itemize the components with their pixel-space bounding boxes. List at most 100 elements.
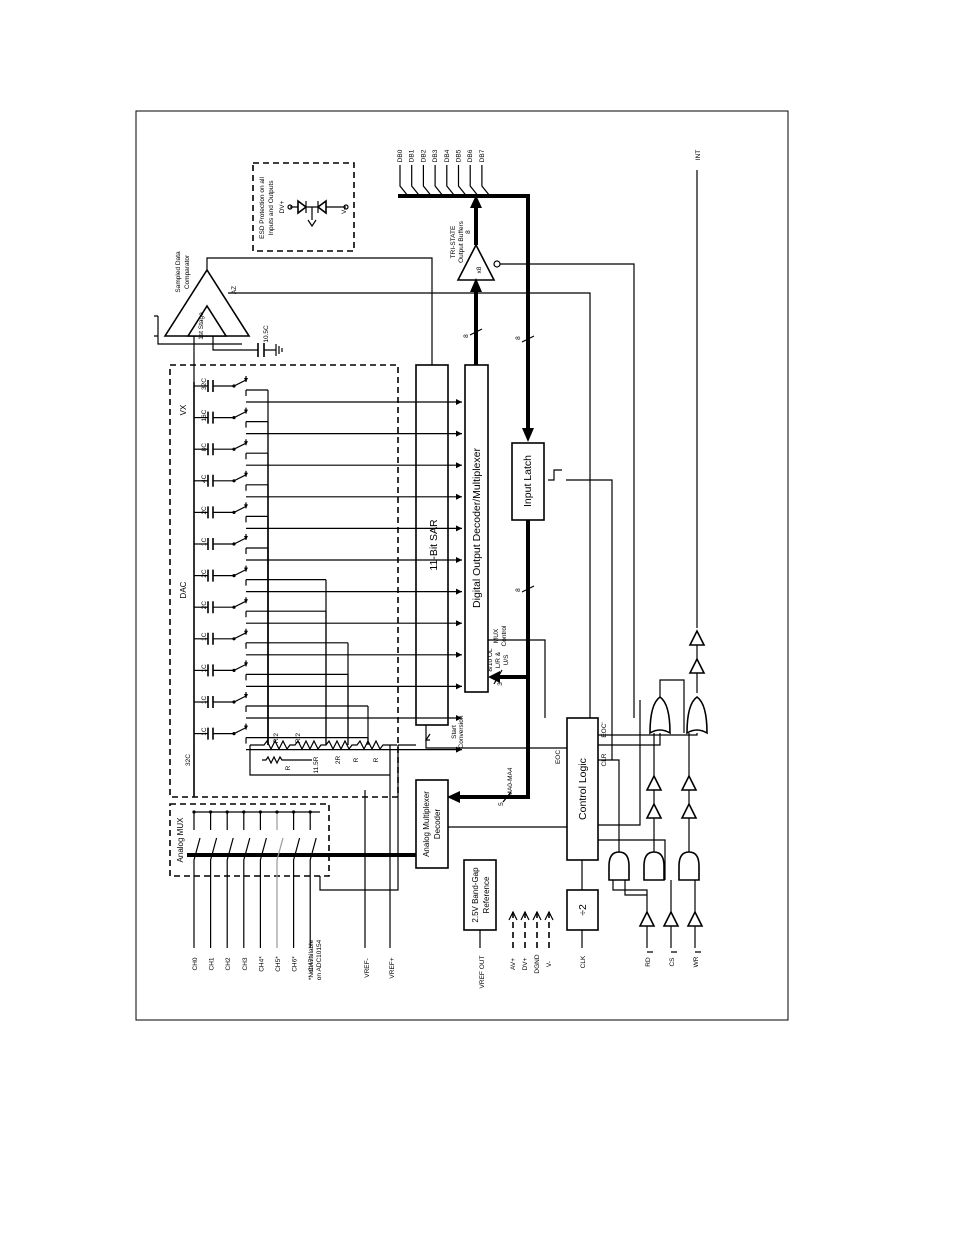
signal-ctrl-3: U/S <box>503 654 510 666</box>
capacitor-label: 16C <box>201 409 208 421</box>
control-links <box>398 639 567 828</box>
mux-channel-label: CH4* <box>258 956 265 972</box>
pin-vref-plus: VREF+ <box>389 957 396 978</box>
data-output-pin: DB2 <box>420 149 432 197</box>
comparator-az: AZ <box>231 286 238 294</box>
buffer-width: 8 <box>465 230 472 234</box>
mux-decoder-label-2: Decoder <box>433 809 442 840</box>
esd-v: V- <box>341 208 348 214</box>
output-decoder-block: Digital Output Decoder/Multiplexer <box>464 364 489 693</box>
data-output-label: DB7 <box>479 149 486 162</box>
pin-rd: RD <box>645 957 652 967</box>
dac-region: DAC VX <box>169 364 399 798</box>
divider-block: ÷2 <box>566 860 599 948</box>
res-r2b: R/2 <box>295 733 302 744</box>
pin-cs: CS <box>669 957 676 967</box>
res-2r: 2R <box>335 756 342 765</box>
mux-decoder-label-1: Analog Multiplexer <box>422 791 431 857</box>
signal-ctrl-2: L/R & <box>495 651 502 668</box>
capacitor-label: 2C <box>201 506 208 515</box>
mux-channel-label: CH1 <box>209 957 216 970</box>
capacitor-label: 32C <box>201 378 208 390</box>
data-output-label: DB6 <box>467 149 474 162</box>
capacitor-label: 4C <box>201 474 208 483</box>
signal-eoc: EOC <box>555 750 562 764</box>
capacitor-label: 1C <box>201 632 208 641</box>
capacitor-label: 2C <box>201 569 208 578</box>
mux-footnote-2: on ADC10154 <box>316 939 323 980</box>
input-latch-block: Input Latch <box>511 442 562 521</box>
capacitor-row: 1C <box>194 534 462 745</box>
mux-channel-label: CH3 <box>242 957 249 970</box>
buffer-title-2: Output Buffers <box>458 220 465 263</box>
res-115r: 11.5R <box>313 756 320 773</box>
res-r2a: R/2 <box>273 733 280 744</box>
bottom-pins: VREF- VREF+ VREF OUT AV+ DV+ DGND V- CLK… <box>319 745 701 989</box>
signal-ma0: MA0-MA4 <box>507 767 514 796</box>
divider-label: ÷2 <box>577 904 589 916</box>
bandgap-label-2: Reference <box>482 876 491 913</box>
pin-vref-out: VREF OUT <box>479 956 486 989</box>
buffer-title-1: TRI-STATE <box>450 225 457 258</box>
int-label: INT <box>695 150 702 161</box>
esd-dv: DV+ <box>279 200 286 213</box>
mux-channel: CH1 <box>209 810 218 971</box>
vx-label: VX <box>179 404 188 415</box>
data-output-label: DB1 <box>409 149 416 162</box>
cap-32c-bottom: 32C <box>185 754 192 766</box>
esd-line-2: Inputs and Outputs <box>268 180 275 236</box>
res-r-a: R <box>285 765 292 770</box>
data-output-pin: DB6 <box>467 149 479 197</box>
analog-mux-label: Analog MUX <box>176 817 185 863</box>
comparator-stage: 1st Stage <box>198 312 205 340</box>
pin-clk: CLK <box>580 955 587 968</box>
pin-vref-minus: VREF- <box>364 958 371 978</box>
capacitor-label: 2C <box>201 601 208 610</box>
input-latch-label: Input Latch <box>522 455 534 507</box>
signal-start-2: Conversion <box>458 715 465 748</box>
data-output-pin: DB1 <box>409 149 421 197</box>
mux-channel-label: CH0 <box>192 957 199 970</box>
data-output-pin: DB4 <box>444 149 456 197</box>
data-output-pin: DB0 <box>397 149 409 197</box>
bus-width-8a: 8 <box>463 334 470 338</box>
capacitor-label: 1C <box>201 664 208 673</box>
capacitor-row: 2C <box>194 597 462 745</box>
capacitor-row: 1C <box>194 723 462 753</box>
capacitor-label: 1C <box>201 727 208 736</box>
data-output-pin: DB7 <box>479 149 491 197</box>
signal-ctrl-1: 8/10 OL <box>487 648 494 672</box>
analog-mux: Analog MUX <box>169 803 330 877</box>
bus-width-8c: 8 <box>515 588 522 592</box>
comparator: 1st Stage AZ Sampled Data Comparator 10.… <box>154 251 591 718</box>
capacitor-label: 1C <box>201 696 208 705</box>
mux-decoder-block: Analog Multiplexer Decoder <box>415 779 449 869</box>
mux-footnote-1: *Not Available <box>308 939 315 980</box>
resistor-ladder: R/2 R/2 R 11.5R 2R R R 32C <box>185 733 397 776</box>
data-output-label: DB3 <box>432 149 439 162</box>
capacitor-label: 8C <box>201 443 208 452</box>
pin-dgnd: DGND <box>534 954 541 973</box>
bandgap-label-1: 2.5V Band-Gap <box>471 867 480 923</box>
mux-channel-label: CH2 <box>225 957 232 970</box>
esd-protection: ESD Protection on all Inputs and Outputs… <box>252 162 355 252</box>
sar-label: 11-Bit SAR <box>428 519 440 571</box>
mux-channel: CH5* <box>275 810 284 972</box>
capacitor-row: 1C <box>194 660 462 745</box>
mux-channel-label: CH5* <box>275 956 282 972</box>
res-r-c: R <box>373 757 380 762</box>
mux-channel-label: CH6* <box>292 956 299 972</box>
pin-dv: DV+ <box>522 957 529 970</box>
diagram-border <box>135 110 789 1021</box>
dac-label: DAC <box>179 581 188 598</box>
data-buses: 8 8 8 5 3 <box>187 194 535 857</box>
signal-eoc-bar: EOC' <box>601 722 608 737</box>
data-output-label: DB2 <box>420 149 427 162</box>
pin-v: V- <box>546 961 553 967</box>
int-output: INT <box>688 150 706 693</box>
mux-channel: CH2 <box>225 810 234 971</box>
